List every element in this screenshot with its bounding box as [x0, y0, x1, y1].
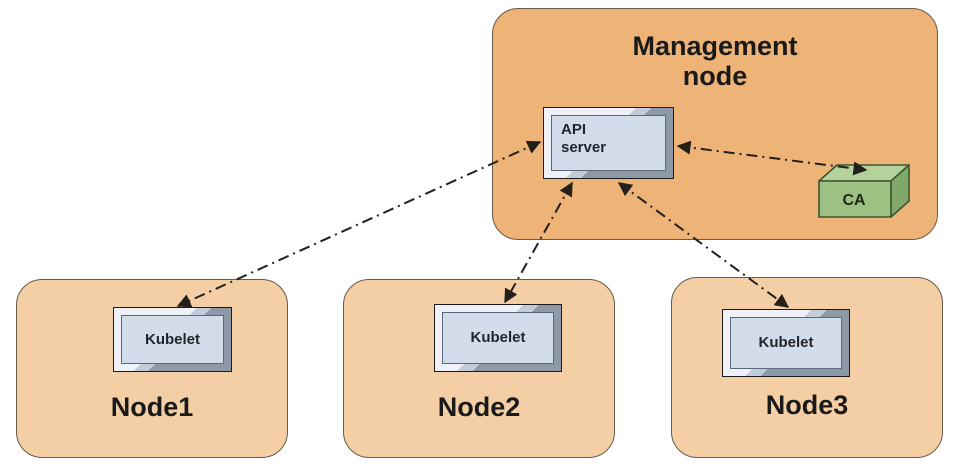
component-api-server[interactable]: API server [543, 107, 674, 179]
kubelet-node1-label: Kubelet [144, 330, 200, 348]
api-server-body: API server [551, 115, 666, 171]
node3-label: Node3 [765, 390, 849, 420]
kubelet-node1-body: Kubelet [121, 315, 224, 364]
api-server-label: API server [561, 121, 607, 156]
kubelet-node2-label: Kubelet [470, 329, 526, 346]
ca-cube-icon [818, 164, 910, 218]
node1-label: Node1 [110, 392, 194, 422]
component-kubelet-node3[interactable]: Kubelet [722, 309, 850, 377]
kubelet-node3-label: Kubelet [758, 334, 814, 351]
component-kubelet-node1[interactable]: Kubelet [113, 307, 232, 372]
component-ca[interactable]: CA [818, 164, 910, 218]
node2-label: Node2 [437, 392, 521, 422]
kubelet-node3-body: Kubelet [730, 317, 842, 369]
component-kubelet-node2[interactable]: Kubelet [434, 304, 562, 372]
management-node-label: Management node [632, 31, 798, 92]
kubelet-node2-body: Kubelet [442, 312, 554, 364]
